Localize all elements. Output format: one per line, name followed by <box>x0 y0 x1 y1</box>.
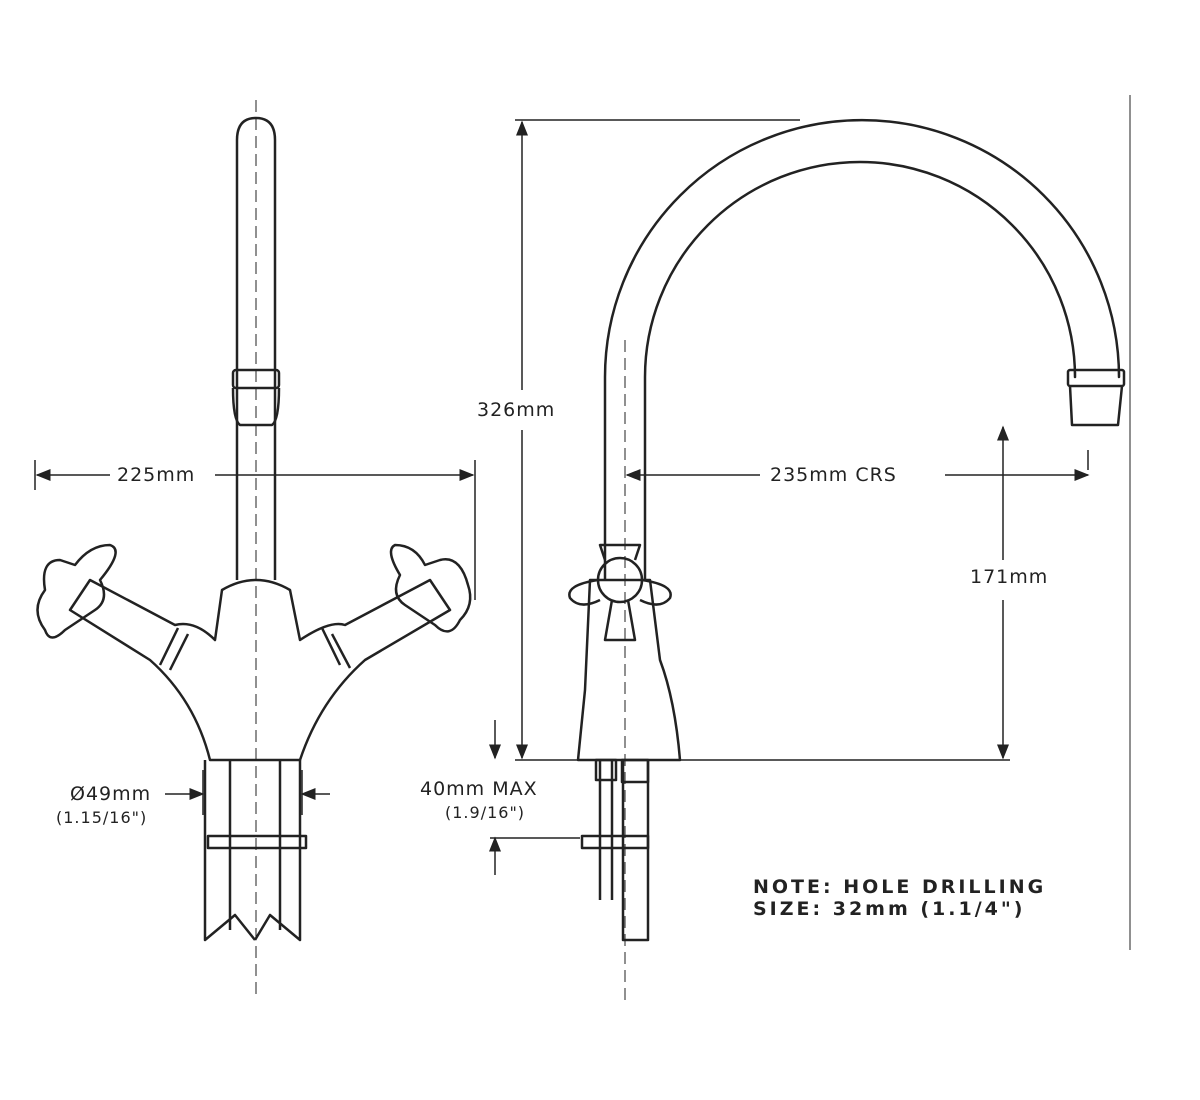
front-view-tap <box>36 100 472 1000</box>
deck-thickness-label: 40mm MAX <box>420 778 538 800</box>
shank-diameter-imperial-label: (1.15/16") <box>56 808 148 827</box>
shank-diameter-label: Ø49mm <box>70 783 152 805</box>
overall-width-label: 225mm <box>117 464 196 486</box>
note-line-2: SIZE: 32mm (1.1/4") <box>753 898 1026 920</box>
dimension-lines <box>34 95 1131 950</box>
side-view-tap <box>568 118 1126 1000</box>
overall-height-label: 326mm <box>477 399 556 421</box>
note-line-1: NOTE: HOLE DRILLING <box>753 876 1047 898</box>
deck-thickness-imperial-label: (1.9/16") <box>445 803 526 822</box>
spout-height-label: 171mm <box>970 566 1049 588</box>
spout-reach-label: 235mm CRS <box>770 464 897 486</box>
